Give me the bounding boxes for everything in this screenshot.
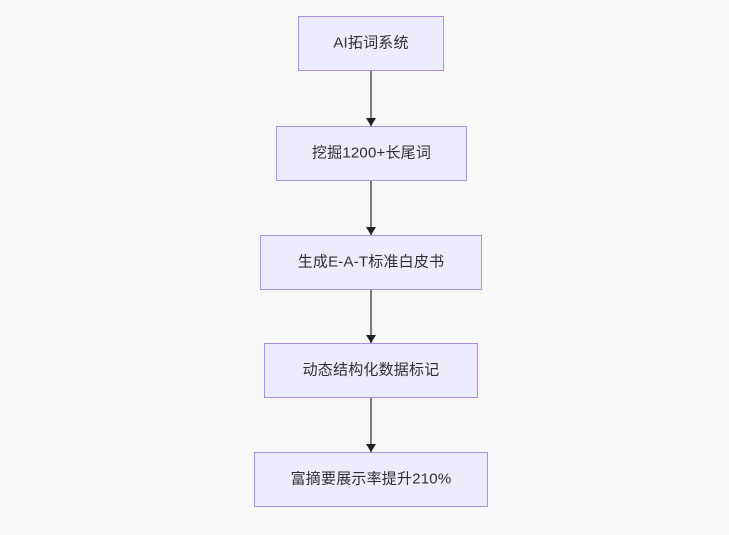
flow-node-eat-whitepaper[interactable]: 生成E-A-T标准白皮书 (260, 235, 482, 290)
arrowhead-icon (366, 335, 376, 343)
arrowhead-icon (366, 118, 376, 126)
edge-connector (366, 398, 376, 452)
arrowhead-icon (366, 227, 376, 235)
flow-node-label: 富摘要展示率提升210% (290, 470, 452, 488)
flow-node-label: 挖掘1200+长尾词 (311, 144, 432, 162)
edge-connector (366, 71, 376, 126)
flow-node-rich-snippet-result[interactable]: 富摘要展示率提升210% (254, 452, 488, 507)
flow-node-label: 生成E-A-T标准白皮书 (297, 253, 445, 271)
flow-node-ai-keyword-system[interactable]: AI拓词系统 (298, 16, 444, 71)
flow-node-label: 动态结构化数据标记 (302, 361, 440, 379)
edge-line (370, 398, 372, 452)
flow-node-longtail-mining[interactable]: 挖掘1200+长尾词 (276, 126, 467, 181)
edge-line (370, 181, 372, 235)
edge-line (370, 290, 372, 343)
flow-node-label: AI拓词系统 (333, 34, 409, 52)
flow-node-structured-data-markup[interactable]: 动态结构化数据标记 (264, 343, 478, 398)
edge-line (370, 71, 372, 126)
edge-connector (366, 290, 376, 343)
arrowhead-icon (366, 444, 376, 452)
edge-connector (366, 181, 376, 235)
